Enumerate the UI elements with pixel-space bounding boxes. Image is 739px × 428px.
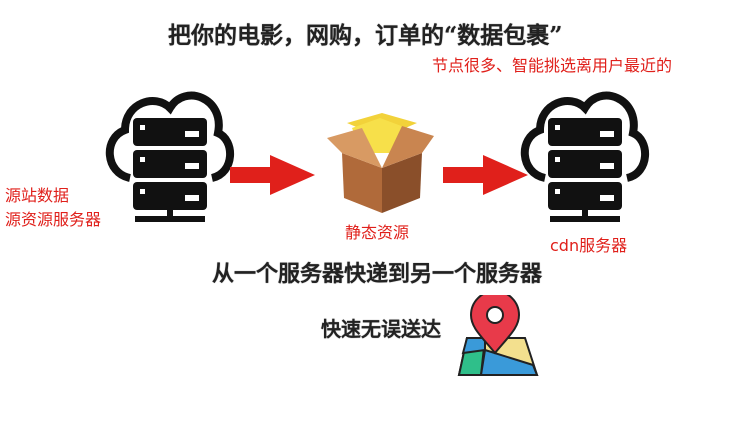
package-box-icon	[327, 113, 434, 213]
origin-label-2: 源资源服务器	[5, 210, 102, 229]
arrow-right-icon	[230, 155, 315, 195]
cdn-server-cloud-icon	[520, 91, 650, 222]
cdn-note: 节点很多、智能挑选离用户最近的	[432, 56, 673, 75]
package-label: 静态资源	[345, 223, 410, 242]
title: 把你的电影，网购，订单的“数据包裹”	[168, 22, 563, 49]
map-pin-icon	[457, 295, 539, 376]
origin-server-cloud-icon	[105, 91, 235, 222]
transfer-text: 从一个服务器快递到另一个服务器	[212, 261, 543, 287]
delivery-text: 快速无误送达	[321, 317, 441, 341]
origin-label-1: 源站数据	[5, 186, 70, 205]
arrow-right-icon	[443, 155, 528, 195]
cdn-label: cdn服务器	[550, 236, 628, 255]
